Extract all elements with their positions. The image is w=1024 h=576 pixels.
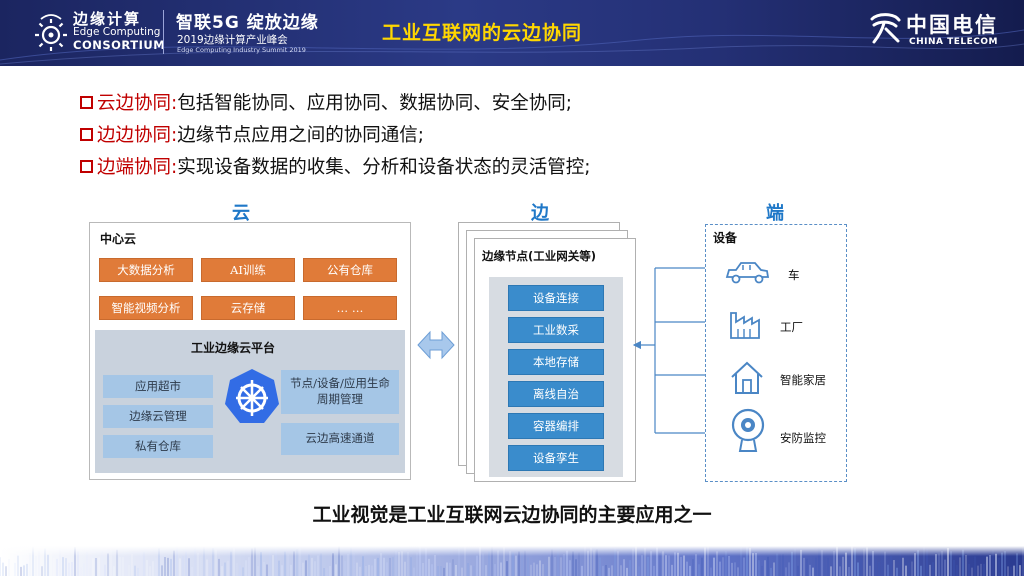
- edge-node-panel: 边缘节点(工业网关等) 设备连接 工业数采 本地存储 离线自治 容器编排 设备孪…: [474, 238, 636, 482]
- cloud-edge-double-arrow-icon: [417, 330, 455, 360]
- center-cloud-title: 中心云: [100, 232, 137, 246]
- service-box: AI训练: [201, 258, 295, 282]
- column-heading-edge: 边: [531, 203, 549, 224]
- bullet-term: 云边协同:: [97, 93, 178, 114]
- service-box: 公有仓库: [303, 258, 397, 282]
- org-name-cn: 边缘计算: [73, 10, 142, 28]
- telecom-name-cn: 中国电信: [906, 12, 998, 37]
- bullet-edge-edge: 边边协同: 边缘节点应用之间的协同通信;: [80, 119, 424, 149]
- camera-icon: [731, 408, 765, 452]
- summit-subtitle: 2019边缘计算产业峰会: [177, 34, 288, 46]
- edge-capability-box: 离线自治: [508, 381, 604, 407]
- bullet-term: 边端协同:: [97, 157, 178, 178]
- telecom-name-en: CHINA TELECOM: [909, 37, 998, 47]
- platform-item: 云边高速通道: [281, 423, 399, 455]
- device-panel: 设备 车 工厂 智能家居 安防监控: [705, 224, 847, 482]
- slide-title: 工业互联网的云边协同: [382, 22, 583, 44]
- bullet-edge-device: 边端协同: 实现设备数据的收集、分析和设备状态的灵活管控;: [80, 151, 590, 181]
- summit-title: 智联5G 绽放边缘: [176, 13, 319, 33]
- bullet-square-icon: [80, 159, 93, 173]
- edge-capability-box: 设备孪生: [508, 445, 604, 471]
- factory-icon: [730, 312, 760, 339]
- edge-node-capabilities: 设备连接 工业数采 本地存储 离线自治 容器编排 设备孪生: [489, 277, 623, 477]
- bullet-term: 边边协同:: [97, 125, 178, 146]
- china-telecom-logo-icon: [870, 13, 901, 44]
- bottom-decorative-band: [0, 546, 1024, 576]
- platform-item: 应用超市: [103, 375, 213, 398]
- conclusion-text: 工业视觉是工业互联网云边协同的主要应用之一: [312, 504, 712, 526]
- edge-node-title: 边缘节点(工业网关等): [482, 249, 597, 263]
- edge-capability-box: 本地存储: [508, 349, 604, 375]
- header-swoosh-decoration: [0, 29, 1024, 65]
- column-heading-device: 端: [766, 203, 784, 224]
- edge-device-connectors: [632, 263, 714, 438]
- platform-item: 节点/设备/应用生命周期管理: [281, 370, 399, 414]
- org-name-en-line2: CONSORTIUM: [73, 38, 166, 52]
- service-box: 云存储: [201, 296, 295, 320]
- edge-capability-box: 容器编排: [508, 413, 604, 439]
- bullet-desc: 包括智能协同、应用协同、数据协同、安全协同;: [177, 93, 572, 114]
- bullet-square-icon: [80, 95, 93, 109]
- platform-title: 工业边缘云平台: [191, 341, 276, 355]
- device-label: 安防监控: [780, 431, 826, 445]
- bullet-desc: 边缘节点应用之间的协同通信;: [177, 125, 424, 146]
- device-label: 车: [788, 268, 800, 282]
- org-name-en-line1: Edge Computing: [73, 26, 161, 38]
- device-label: 工厂: [780, 320, 803, 334]
- column-heading-cloud: 云: [232, 203, 250, 224]
- car-icon: [725, 262, 770, 284]
- summit-english-name: Edge Computing Industry Summit 2019: [177, 46, 306, 54]
- header-banner: 边缘计算 Edge Computing CONSORTIUM 智联5G 绽放边缘…: [0, 0, 1024, 66]
- kubernetes-icon: [225, 369, 279, 423]
- device-panel-title: 设备: [713, 231, 738, 245]
- edge-capability-box: 设备连接: [508, 285, 604, 311]
- bullet-cloud-edge: 云边协同: 包括智能协同、应用协同、数据协同、安全协同;: [80, 87, 572, 117]
- center-cloud-panel: 中心云 大数据分析 AI训练 公有仓库 智能视频分析 云存储 … … 工业边缘云…: [89, 222, 411, 480]
- device-label: 智能家居: [780, 373, 826, 387]
- platform-item: 边缘云管理: [103, 405, 213, 428]
- bullet-desc: 实现设备数据的收集、分析和设备状态的灵活管控;: [177, 157, 591, 178]
- bullet-square-icon: [80, 127, 93, 141]
- smart-home-icon: [731, 361, 763, 394]
- service-box: 大数据分析: [99, 258, 193, 282]
- industrial-edge-cloud-platform: 工业边缘云平台 应用超市 边缘云管理 私有仓库 节点/设备/应用生命周期管理 云…: [95, 330, 405, 473]
- service-box: … …: [303, 296, 397, 320]
- header-divider: [163, 10, 164, 54]
- platform-item: 私有仓库: [103, 435, 213, 458]
- edge-capability-box: 工业数采: [508, 317, 604, 343]
- service-box: 智能视频分析: [99, 296, 193, 320]
- edge-computing-logo-icon: [35, 14, 67, 51]
